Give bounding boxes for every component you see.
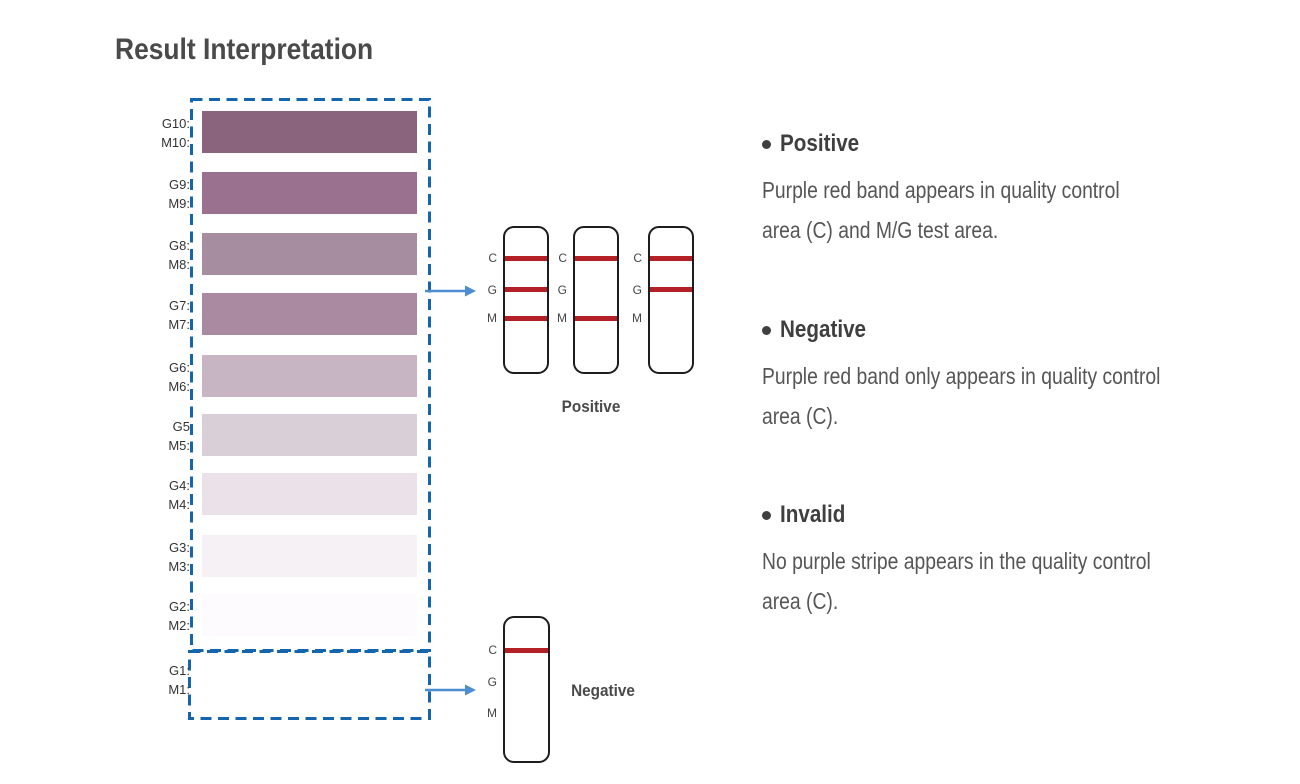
marker-c: C <box>488 251 497 265</box>
scale-color-bar <box>202 172 417 214</box>
negative-caption: Negative <box>571 681 635 700</box>
bullet-icon <box>762 510 771 520</box>
scale-row-label: G6:M6: <box>168 360 190 394</box>
legend-heading: Negative <box>762 316 1192 343</box>
positive-strip-cgm <box>503 226 549 374</box>
positive-caption: Positive <box>561 397 621 416</box>
scale-color-bar <box>202 658 417 700</box>
scale-color-bar <box>202 233 417 275</box>
scale-color-bar <box>202 594 417 636</box>
strip-markers: C G M <box>477 226 497 376</box>
marker-c: C <box>633 251 642 265</box>
marker-m: M <box>557 311 567 325</box>
marker-g: G <box>632 283 642 297</box>
scale-row-label: G9:M9: <box>168 177 190 211</box>
scale-row-3: G3:M3: <box>0 535 430 577</box>
strip-markers: C G M <box>477 616 497 766</box>
page-title: Result Interpretation <box>115 33 374 66</box>
scale-color-bar <box>202 414 417 456</box>
marker-g: G <box>487 675 497 689</box>
strip-markers: C G M <box>622 226 642 376</box>
scale-row-4: G4:M4: <box>0 473 430 515</box>
scale-row-label: G10:M10: <box>161 116 190 150</box>
scale-row-2: G2:M2: <box>0 594 430 636</box>
scale-row-8: G8:M8: <box>0 233 430 275</box>
bullet-icon <box>762 325 771 335</box>
scale-row-9: G9:M9: <box>0 172 430 214</box>
strip-markers: C G M <box>547 226 567 376</box>
scale-row-1: G1:M1: <box>0 658 430 700</box>
scale-color-bar <box>202 111 417 153</box>
legend-heading: Positive <box>762 130 1192 157</box>
scale-color-bar <box>202 355 417 397</box>
scale-color-bar <box>202 293 417 335</box>
legend-body: Purple red band only appears in quality … <box>762 363 1161 429</box>
band-c <box>650 256 692 261</box>
band-m <box>575 316 617 321</box>
band-c <box>505 648 548 653</box>
marker-m: M <box>632 311 642 325</box>
scale-row-label: G8:M8: <box>168 238 190 272</box>
scale-row-label: G2:M2: <box>168 599 190 633</box>
scale-row-6: G6:M6: <box>0 355 430 397</box>
scale-row-label: G7:M7: <box>168 298 190 332</box>
arrow-to-negative-strip <box>425 684 476 696</box>
gradient-range-box <box>190 98 431 652</box>
legend-negative: Negative Purple red band only appears in… <box>762 316 1192 436</box>
band-c <box>505 256 547 261</box>
positive-strip-cm <box>573 226 619 374</box>
negative-strip <box>503 616 550 763</box>
legend-body: No purple stripe appears in the quality … <box>762 548 1151 614</box>
legend-heading: Invalid <box>762 501 1192 528</box>
band-g <box>650 287 692 292</box>
scale-row-label: G3:M3: <box>168 540 190 574</box>
marker-c: C <box>488 643 497 657</box>
scale-row-10: G10:M10: <box>0 111 430 153</box>
positive-strip-cg <box>648 226 694 374</box>
band-m <box>505 316 547 321</box>
marker-c: C <box>558 251 567 265</box>
bullet-icon <box>762 139 771 149</box>
scale-row-label: G4:M4: <box>168 478 190 512</box>
scale-color-bar <box>202 535 417 577</box>
marker-g: G <box>487 283 497 297</box>
legend-positive: Positive Purple red band appears in qual… <box>762 130 1192 250</box>
legend-body: Purple red band appears in quality contr… <box>762 177 1120 243</box>
band-c <box>575 256 617 261</box>
marker-g: G <box>557 283 567 297</box>
negative-range-box <box>188 650 431 720</box>
marker-m: M <box>487 311 497 325</box>
legend-invalid: Invalid No purple stripe appears in the … <box>762 501 1192 621</box>
scale-row-7: G7:M7: <box>0 293 430 335</box>
band-g <box>505 287 547 292</box>
scale-row-label: G1:M1: <box>168 663 190 697</box>
arrow-to-positive-strips <box>425 285 476 297</box>
scale-color-bar <box>202 473 417 515</box>
marker-m: M <box>487 706 497 720</box>
